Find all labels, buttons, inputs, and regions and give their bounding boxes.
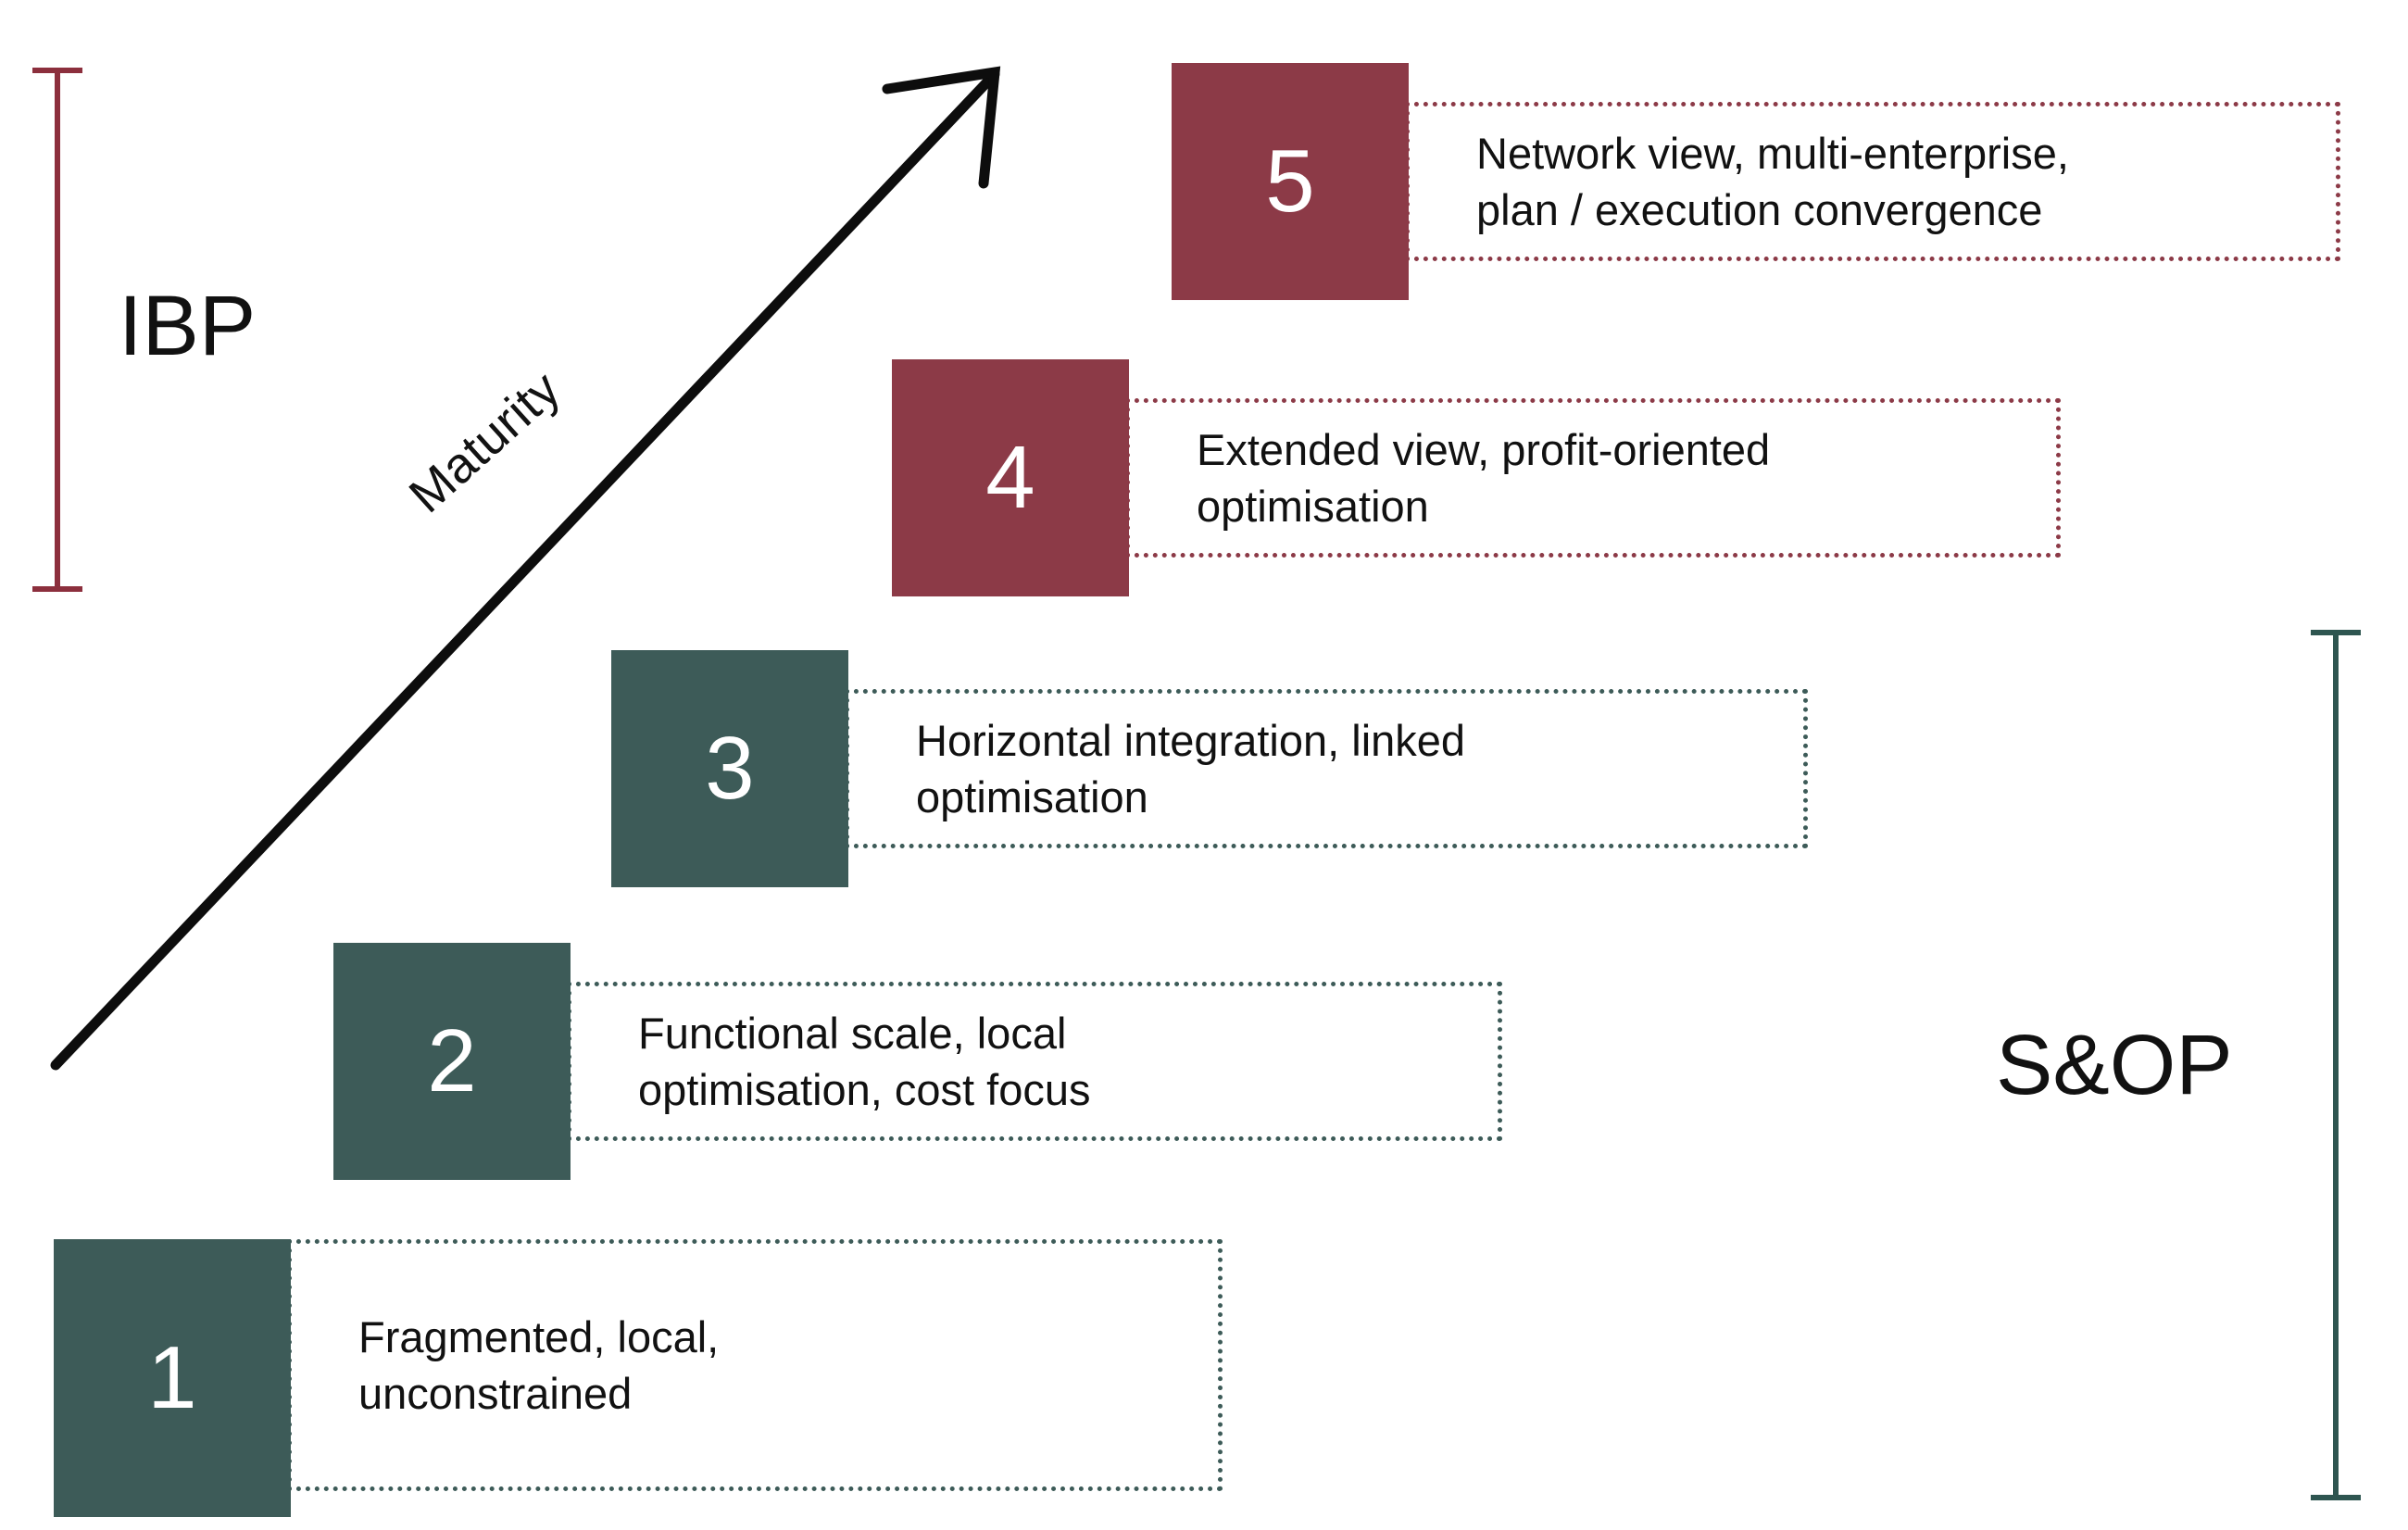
level-2-number: 2 bbox=[427, 1011, 477, 1110]
bracket-ibp bbox=[32, 68, 82, 592]
maturity-level-2: Functional scale, local optimisation, co… bbox=[333, 943, 1502, 1180]
level-1-description-box: Fragmented, local, unconstrained bbox=[287, 1239, 1223, 1491]
level-2-number-badge: 2 bbox=[333, 943, 571, 1180]
level-2-description-box: Functional scale, local optimisation, co… bbox=[567, 982, 1502, 1141]
bracket-sop-stem bbox=[2333, 630, 2339, 1500]
bracket-sop bbox=[2311, 630, 2361, 1500]
level-5-number-badge: 5 bbox=[1172, 63, 1409, 300]
level-3-number: 3 bbox=[705, 719, 755, 818]
level-3-number-badge: 3 bbox=[611, 650, 848, 887]
maturity-level-4: Extended view, profit-oriented optimisat… bbox=[892, 359, 2061, 596]
level-5-description-text: Network view, multi-enterprise, plan / e… bbox=[1476, 128, 2069, 234]
maturity-level-3: Horizontal integration, linked optimisat… bbox=[611, 650, 1808, 887]
maturity-level-5: Network view, multi-enterprise, plan / e… bbox=[1172, 63, 2340, 300]
band-label-sop: S&OP bbox=[1996, 1018, 2233, 1112]
bracket-sop-bottom-cap bbox=[2311, 1495, 2361, 1500]
level-2-description-text: Functional scale, local optimisation, co… bbox=[638, 1008, 1091, 1114]
level-1-number: 1 bbox=[147, 1328, 197, 1427]
bracket-ibp-bottom-cap bbox=[32, 586, 82, 592]
level-3-description-box: Horizontal integration, linked optimisat… bbox=[845, 689, 1808, 848]
level-1-description-text: Fragmented, local, unconstrained bbox=[358, 1311, 720, 1418]
level-5-number: 5 bbox=[1265, 132, 1315, 231]
band-label-ibp: IBP bbox=[119, 279, 257, 373]
level-1-number-badge: 1 bbox=[54, 1239, 291, 1517]
bracket-ibp-stem bbox=[55, 68, 60, 592]
maturity-axis-label: Maturity bbox=[398, 360, 571, 524]
level-3-description-text: Horizontal integration, linked optimisat… bbox=[916, 715, 1466, 821]
level-5-description-box: Network view, multi-enterprise, plan / e… bbox=[1405, 102, 2340, 261]
maturity-level-1: Fragmented, local, unconstrained 1 bbox=[54, 1239, 1223, 1517]
level-4-description-text: Extended view, profit-oriented optimisat… bbox=[1197, 424, 1771, 531]
level-4-description-box: Extended view, profit-oriented optimisat… bbox=[1125, 398, 2061, 558]
level-4-number-badge: 4 bbox=[892, 359, 1129, 596]
level-4-number: 4 bbox=[985, 428, 1035, 527]
